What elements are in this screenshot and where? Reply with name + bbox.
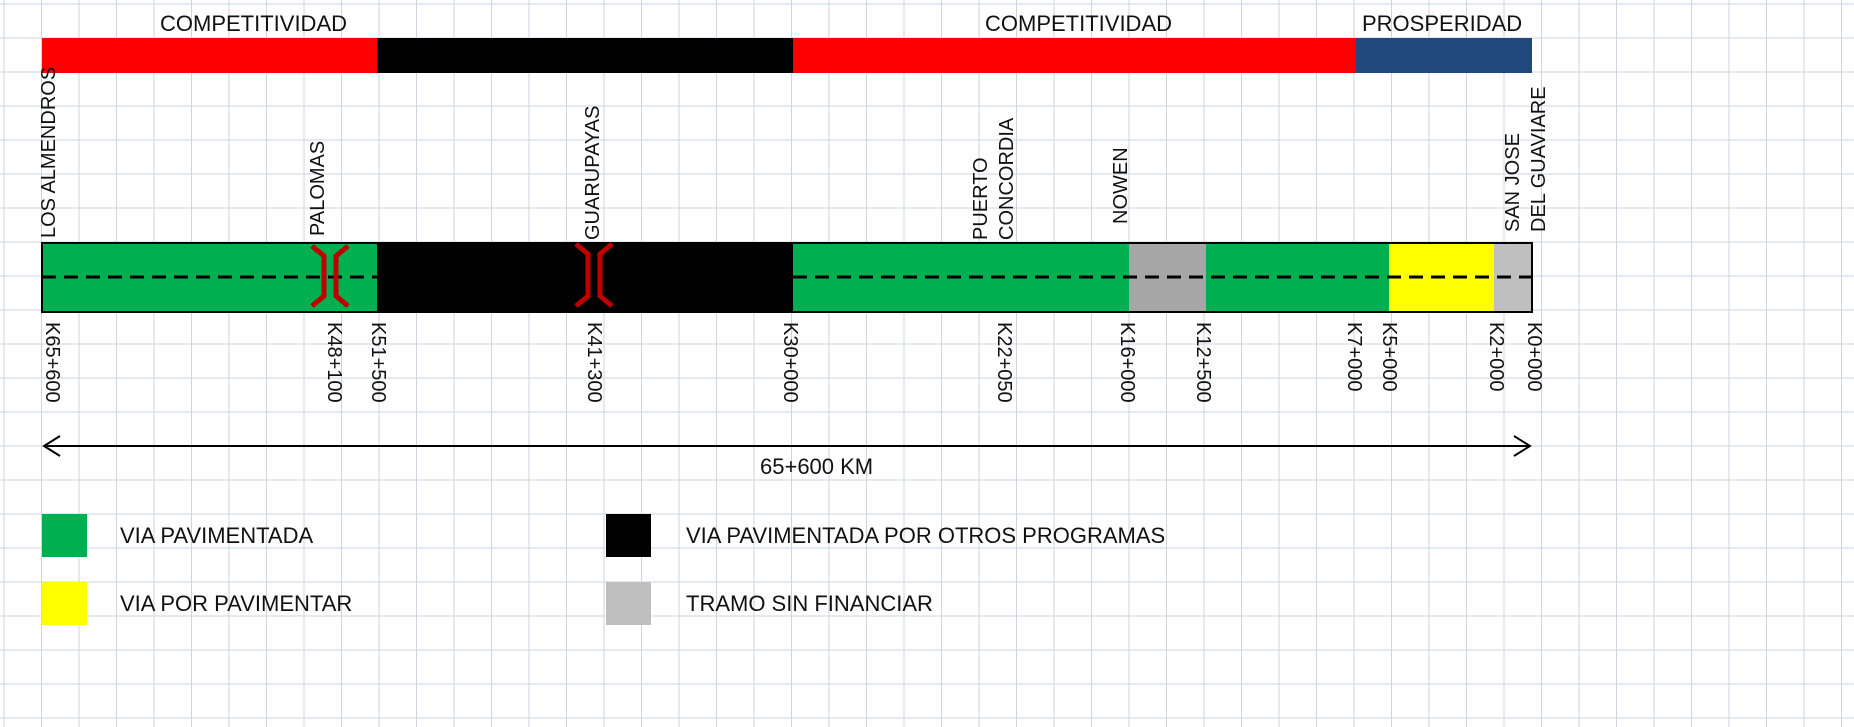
km-mark-0000: K0+000 [1523, 322, 1545, 392]
km-mark-22050: K22+050 [993, 322, 1015, 403]
road-segment-pavimentada-3 [1206, 243, 1389, 312]
km-mark-41300: K41+300 [583, 322, 605, 403]
place-guarupayas: GUARUPAYAS [582, 105, 604, 240]
place-san-jose-line2: DEL GUAVIARE [1528, 86, 1550, 232]
km-mark-7000: K7+000 [1343, 322, 1365, 392]
km-mark-65600: K65+600 [41, 322, 63, 403]
road-segment-sin-financiar-1 [1129, 243, 1206, 312]
program-bar-prosperidad [1356, 38, 1532, 73]
place-puerto-concordia-line2: CONCORDIA [996, 117, 1018, 240]
legend-label-por-pavimentar: VIA POR PAVIMENTAR [120, 591, 353, 616]
program-bar-otros [377, 38, 793, 73]
program-bar-competitividad-1 [42, 38, 377, 73]
legend-swatch-otros-programas [606, 514, 651, 557]
total-length-label: 65+600 KM [760, 454, 874, 479]
road-segment-pavimentada-1 [42, 243, 377, 312]
km-mark-48100: K48+100 [323, 322, 345, 403]
km-mark-16000: K16+000 [1116, 322, 1138, 403]
program-bar-competitividad-2 [793, 38, 1356, 73]
legend-label-pavimentada: VIA PAVIMENTADA [120, 523, 314, 548]
km-mark-5000: K5+000 [1378, 322, 1400, 392]
road-segment-otros-programas [377, 243, 793, 312]
km-mark-30000: K30+000 [779, 322, 801, 403]
road-segment-pavimentada-2 [793, 243, 1129, 312]
place-los-almendros: LOS ALMENDROS [38, 66, 60, 238]
legend-swatch-pavimentada [42, 514, 87, 557]
program-label-competitividad-2: COMPETITIVIDAD [985, 11, 1173, 36]
place-nowen: NOWEN [1110, 147, 1132, 224]
program-label-prosperidad: PROSPERIDAD [1362, 11, 1523, 36]
legend-swatch-por-pavimentar [42, 582, 87, 625]
road-segment-sin-financiar-2 [1494, 243, 1532, 312]
place-puerto-concordia-line1: PUERTO [970, 157, 992, 240]
place-san-jose-line1: SAN JOSE [1502, 133, 1524, 232]
km-mark-2000: K2+000 [1485, 322, 1507, 392]
legend-swatch-sin-financiar [606, 582, 651, 625]
km-mark-12500: K12+500 [1192, 322, 1214, 403]
legend-label-otros-programas: VIA PAVIMENTADA POR OTROS PROGRAMAS [686, 523, 1166, 548]
legend-label-sin-financiar: TRAMO SIN FINANCIAR [686, 591, 933, 616]
place-palomas: PALOMAS [307, 140, 329, 236]
km-mark-51500: K51+500 [367, 322, 389, 403]
road-segment-por-pavimentar [1389, 243, 1494, 312]
program-label-competitividad-1: COMPETITIVIDAD [160, 11, 348, 36]
